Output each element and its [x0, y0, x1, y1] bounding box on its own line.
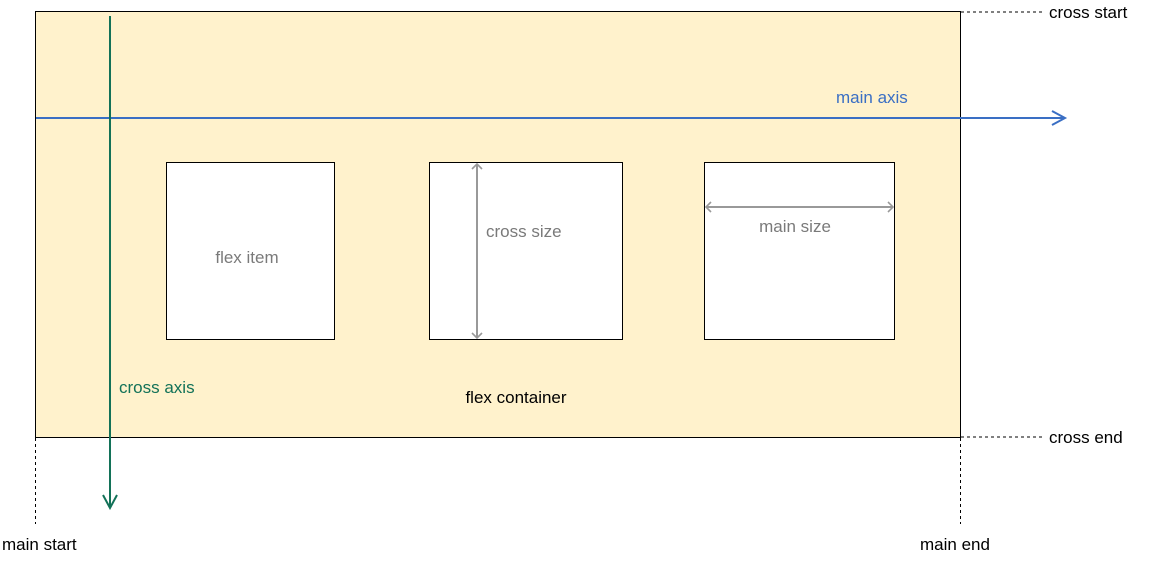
main-start-label: main start [2, 535, 77, 554]
flex-item-label: flex item [215, 248, 278, 267]
flex-container-label: flex container [465, 388, 566, 407]
main-axis-arrowhead [1051, 110, 1068, 126]
flex-item-3 [704, 162, 895, 340]
flex-item-1 [166, 162, 335, 340]
cross-end-label: cross end [1049, 428, 1123, 447]
cross-axis-arrowhead [102, 494, 118, 511]
cross-size-label: cross size [486, 222, 562, 241]
main-end-label: main end [920, 535, 990, 554]
cross-axis-label: cross axis [119, 378, 195, 397]
main-size-label: main size [759, 217, 831, 236]
main-axis-label: main axis [836, 88, 908, 107]
flex-item-2 [429, 162, 623, 340]
cross-start-label: cross start [1049, 3, 1128, 22]
